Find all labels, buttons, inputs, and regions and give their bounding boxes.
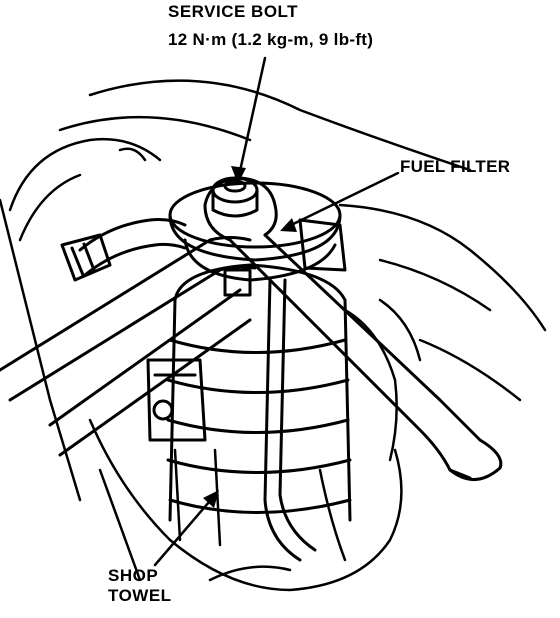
fuel-filter-arrowhead: [280, 218, 297, 232]
fuel-hose: [60, 218, 187, 282]
shop-towel-label-line2: TOWEL: [108, 585, 172, 605]
shop-towel-label: SHOP TOWEL: [108, 566, 172, 605]
engine-bay-background: [0, 79, 547, 582]
shop-towel-leader: [153, 493, 217, 567]
shop-towel-label-line1: SHOP: [108, 566, 159, 585]
mounting-bracket: [146, 218, 347, 442]
fuel-filter-leader: [283, 171, 400, 230]
service-bolt-arrowhead: [231, 166, 246, 184]
leader-lines: [153, 56, 400, 567]
service-bolt-label: SERVICE BOLT: [168, 2, 299, 21]
shop-towel-arrowhead: [203, 490, 219, 508]
wrench: [203, 176, 503, 481]
service-bolt-torque-spec: 12 N·m (1.2 kg-m, 9 lb-ft): [168, 30, 374, 49]
fuel-filter-label: FUEL FILTER: [400, 157, 511, 176]
service-bolt-leader: [236, 56, 267, 182]
shop-towel: [88, 298, 422, 592]
outlet-pipe: [263, 278, 317, 562]
